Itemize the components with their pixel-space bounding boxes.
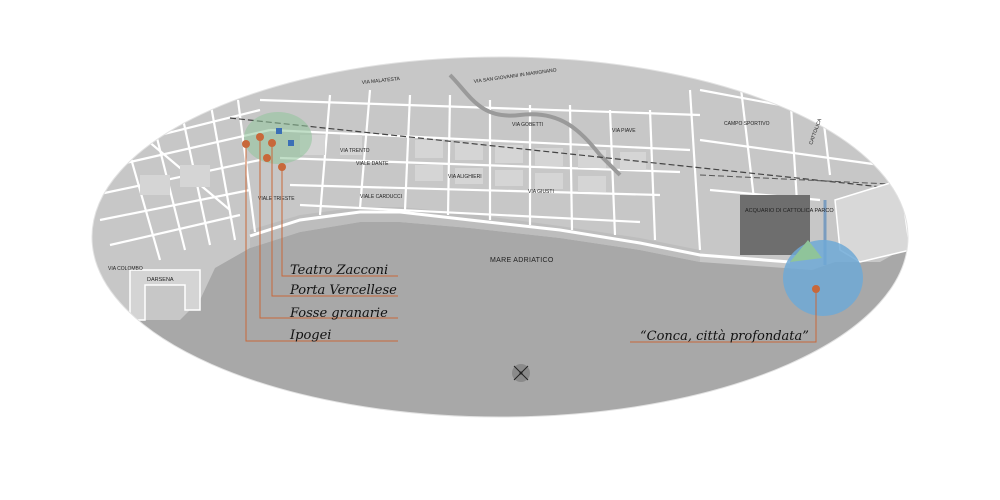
street-label: VIA GIUSTI: [528, 189, 554, 195]
acquario-block: [740, 195, 810, 255]
callout-conca-citta-profondata[interactable]: “Conca, città profondata”: [640, 329, 809, 344]
railway: [229, 117, 908, 191]
street-label: VIALE TRIESTE: [258, 196, 295, 202]
darsena-label: DARSENA: [147, 277, 174, 283]
callout-lines: [245, 137, 817, 343]
street-label: VIA ALIGHIERI: [448, 174, 482, 180]
callout-ipogei[interactable]: Ipogei: [289, 328, 331, 343]
parking-icon: [288, 140, 294, 146]
coastal-road: [249, 210, 791, 264]
street-label: VIA COLOMBO: [108, 266, 143, 272]
conca-highlight: [783, 240, 863, 316]
poi-marker[interactable]: [263, 154, 271, 162]
callout-labels: Teatro Zacconi Porta Vercellese Fosse gr…: [289, 263, 809, 344]
sea-label: MARE ADRIATICO: [490, 257, 554, 264]
conca-green-bank: [790, 240, 822, 262]
street-label: CAMPO SPORTIVO: [724, 121, 770, 127]
map-frame: [91, 56, 909, 418]
callout-porta-vercellese[interactable]: Porta Vercellese: [289, 283, 397, 298]
river: [448, 73, 622, 177]
beach-strip: [250, 207, 700, 262]
street-label: VIA PIAVE: [612, 128, 636, 134]
street-label: VIALE CARDUCCI: [360, 194, 402, 200]
street-label: VIALE DANTE: [356, 161, 389, 167]
street-label: VIA GOBETTI: [512, 122, 543, 128]
poi-markers: [242, 128, 820, 293]
compass-rose-icon: [512, 364, 530, 382]
callout-teatro-zacconi[interactable]: Teatro Zacconi: [290, 263, 388, 278]
parking-icon: [276, 128, 282, 134]
acquario-label: ACQUARIO DI CATTOLICA PARCO "LE NAVI": [745, 208, 860, 214]
historic-center-green: [244, 112, 312, 164]
callout-fosse-granarie[interactable]: Fosse granarie: [289, 306, 388, 321]
street-label: VIA MALATESTA: [362, 76, 401, 86]
street-label: VIA TRENTO: [340, 148, 370, 154]
city-blocks: [140, 135, 646, 195]
street-labels: VIA SAN GIOVANNI IN MARIGNANO VIA GOBETT…: [108, 67, 824, 272]
